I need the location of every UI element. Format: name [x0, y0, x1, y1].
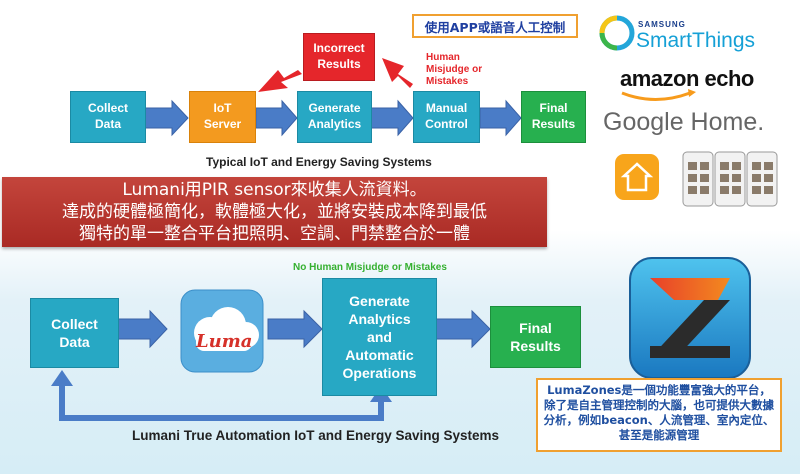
human-misjudge-label: Human Misjudge or Mistakes: [426, 52, 482, 88]
arrow-red-right: [382, 58, 413, 88]
bottom-generate-operations-box: Generate Analytics and Automatic Operati…: [322, 278, 437, 396]
arrow-iot-generate: [255, 99, 298, 137]
arrow-luma-generate: [267, 309, 323, 349]
manual-line1: Manual: [425, 101, 468, 116]
banner-line3: 獨特的單一整合平台把照明、空調、門禁整合於一體: [79, 224, 470, 244]
misjudge-line2: Misjudge or: [426, 64, 483, 75]
banner-line1: Lumani用PIR sensor來收集人流資料。: [122, 180, 427, 200]
no-human-misjudge-label: No Human Misjudge or Mistakes: [293, 262, 447, 273]
typical-systems-caption: Typical IoT and Energy Saving Systems: [206, 155, 432, 169]
top-generate-line1: Generate: [308, 101, 361, 116]
bottom-collect-line1: Collect: [51, 315, 98, 332]
bottom-generate-line4: Automatic: [345, 347, 414, 364]
bottom-final-line2: Results: [510, 338, 561, 354]
bottom-final-line1: Final: [519, 319, 552, 336]
misjudge-line3: Mistakes: [426, 76, 469, 87]
samsung-ring-icon: [599, 15, 635, 51]
arrow-red-left: [258, 70, 302, 92]
misjudge-line1: Human: [426, 52, 460, 63]
manual-line2: Control: [425, 117, 468, 131]
incorrect-line1: Incorrect: [313, 41, 365, 56]
amazon-smile-icon: [621, 91, 691, 101]
bottom-generate-line1: Generate: [349, 292, 410, 309]
incorrect-line2: Results: [317, 57, 361, 71]
bottom-generate-line2: Analytics: [348, 310, 411, 327]
phone-screens-icon: [682, 151, 778, 207]
bottom-generate-line5: Operations: [342, 365, 417, 382]
app-voice-control-box: 使用APP或語音人工控制: [412, 14, 578, 38]
luma-logo-text: Luma: [196, 331, 253, 352]
home-app-icon: [615, 154, 659, 200]
arrow-collect-iot: [144, 99, 189, 137]
arrow-collect-luma: [117, 309, 168, 349]
lumazones-note: LumaZones是一個功能豐富強大的平台，除了是自主管理控制的大腦，也可提供大…: [536, 378, 782, 452]
iot-line2: Server: [203, 117, 242, 131]
banner-line2: 達成的硬體極簡化，軟體極大化，並將安裝成本降到最低: [62, 202, 487, 222]
lumani-systems-caption: Lumani True Automation IoT and Energy Sa…: [132, 428, 500, 443]
top-final-line1: Final: [539, 101, 568, 116]
luma-cloud-icon: [180, 289, 264, 373]
lumazones-app-icon: [629, 257, 751, 379]
lumani-banner: Lumani用PIR sensor來收集人流資料。 達成的硬體極簡化，軟體極大化…: [2, 177, 547, 247]
bottom-generate-line3: and: [367, 328, 392, 345]
bottom-collect-line2: Data: [59, 334, 90, 350]
top-collect-line2: Data: [94, 117, 121, 131]
top-collect-line1: Collect: [87, 101, 128, 116]
arrow-generate-manual: [370, 99, 414, 137]
arrow-manual-final: [479, 99, 522, 137]
loop-arrowhead-left: [51, 370, 73, 386]
google-home-logo: Google Home.: [603, 108, 765, 136]
amazon-echo-logo: amazon echo: [620, 66, 754, 91]
feedback-loop: [59, 383, 384, 421]
smartthings-logo: SmartThings: [636, 29, 756, 52]
iot-line1: IoT: [213, 101, 232, 116]
top-generate-line2: Analytics: [307, 117, 362, 131]
top-final-line2: Results: [531, 117, 576, 131]
arrow-generate-final: [435, 309, 491, 349]
samsung-label: SAMSUNG: [638, 20, 686, 29]
